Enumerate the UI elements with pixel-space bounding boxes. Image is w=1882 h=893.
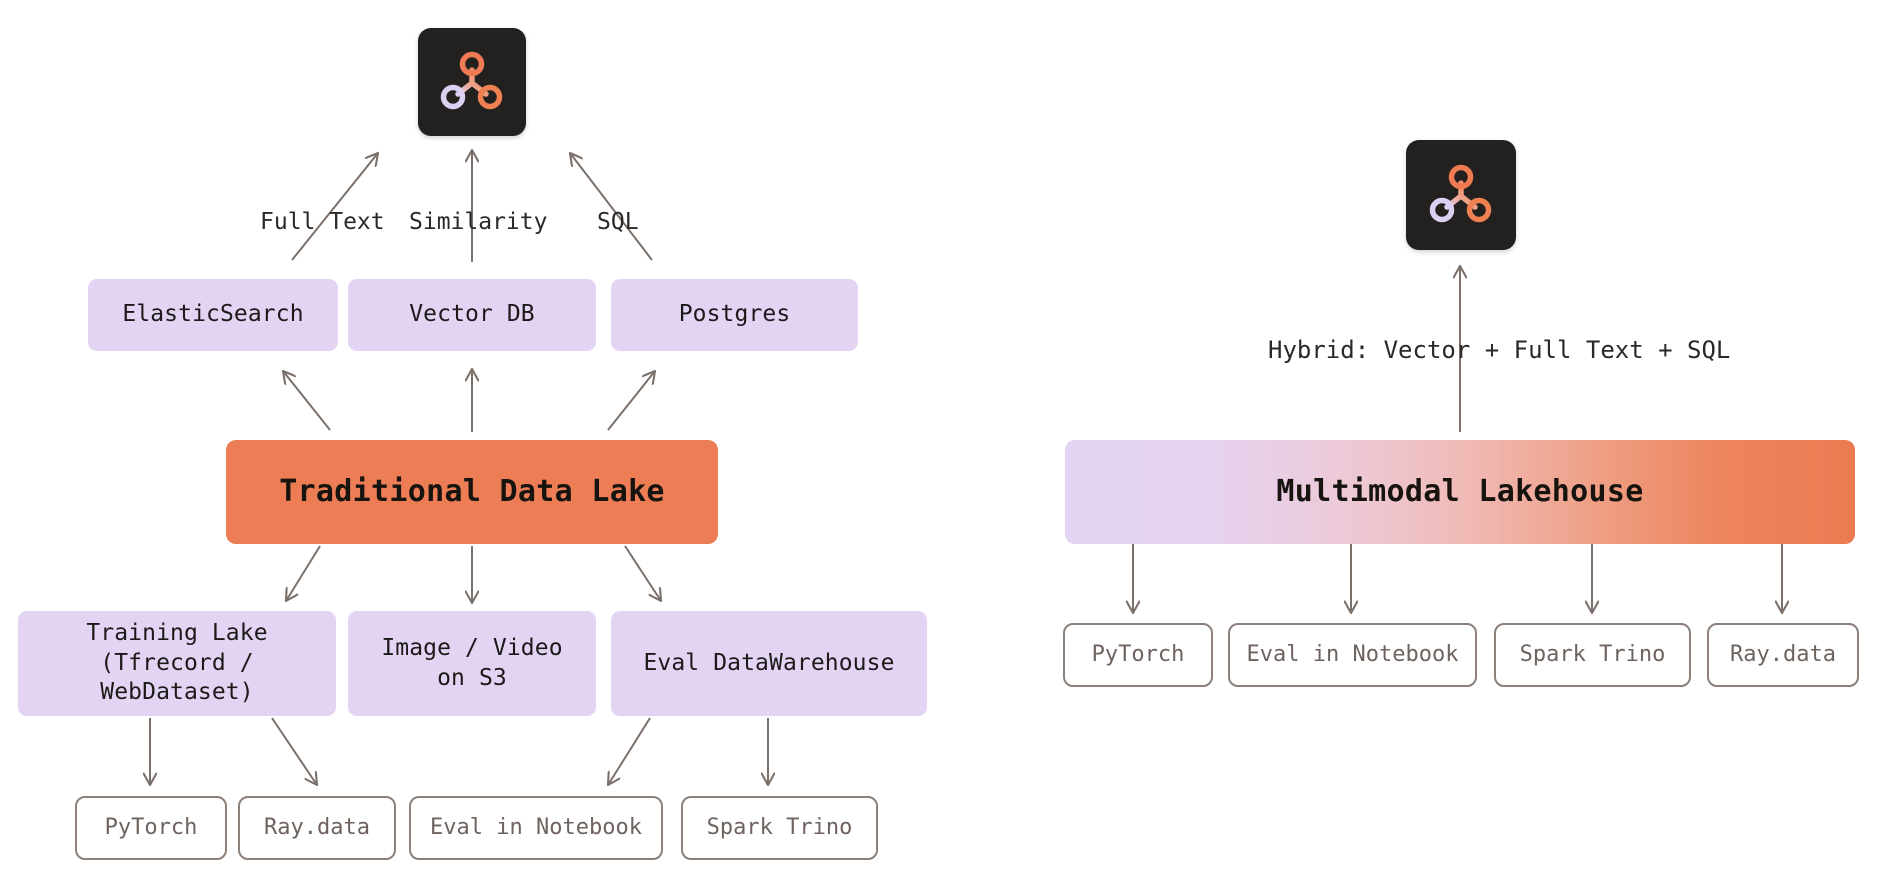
traditional-data-lake-box[interactable]: Traditional Data Lake (226, 440, 718, 544)
arrow-sql-to-logo (570, 153, 653, 261)
query-engine-vector-db[interactable]: Vector DB (348, 279, 596, 351)
consumer-pytorch-right[interactable]: PyTorch (1063, 623, 1213, 687)
arrow-lake-to-training-lake (286, 545, 321, 601)
consumer-raydata-right[interactable]: Ray.data (1707, 623, 1859, 687)
consumer-raydata-left[interactable]: Ray.data (238, 796, 396, 860)
multimodal-lakehouse-box[interactable]: Multimodal Lakehouse (1065, 440, 1855, 544)
consumer-spark-trino-left[interactable]: Spark Trino (681, 796, 878, 860)
arrow-lake-to-eval-dw (624, 545, 661, 601)
storage-eval-datawarehouse[interactable]: Eval DataWarehouse (611, 611, 927, 716)
arrow-fulltext-to-logo (291, 153, 378, 261)
consumer-eval-notebook-right[interactable]: Eval in Notebook (1228, 623, 1477, 687)
consumer-eval-notebook-left[interactable]: Eval in Notebook (409, 796, 663, 860)
edge-label-sql: SQL (597, 209, 639, 235)
storage-image-video-s3[interactable]: Image / Video on S3 (348, 611, 596, 716)
query-engine-elasticsearch[interactable]: ElasticSearch (88, 279, 338, 351)
arrow-lake-to-postgres (607, 371, 655, 431)
three-node-graph-icon (440, 51, 503, 110)
edge-label-hybrid-query: Hybrid: Vector + Full Text + SQL (1268, 336, 1731, 364)
edge-label-similarity: Similarity (409, 209, 548, 235)
three-node-graph-icon (1429, 164, 1492, 223)
lancedb-logo-right (1406, 140, 1516, 250)
arrow-lake-to-elasticsearch (283, 371, 331, 431)
storage-training-lake[interactable]: Training Lake (Tfrecord / WebDataset) (18, 611, 336, 716)
arrow-training-lake-to-raydata (271, 717, 317, 785)
arrow-eval-dw-to-notebook (608, 717, 651, 785)
consumer-spark-trino-right[interactable]: Spark Trino (1494, 623, 1691, 687)
consumer-pytorch-left[interactable]: PyTorch (75, 796, 227, 860)
edge-label-full-text: Full Text (260, 209, 385, 235)
lancedb-logo-left (418, 28, 526, 136)
query-engine-postgres[interactable]: Postgres (611, 279, 858, 351)
